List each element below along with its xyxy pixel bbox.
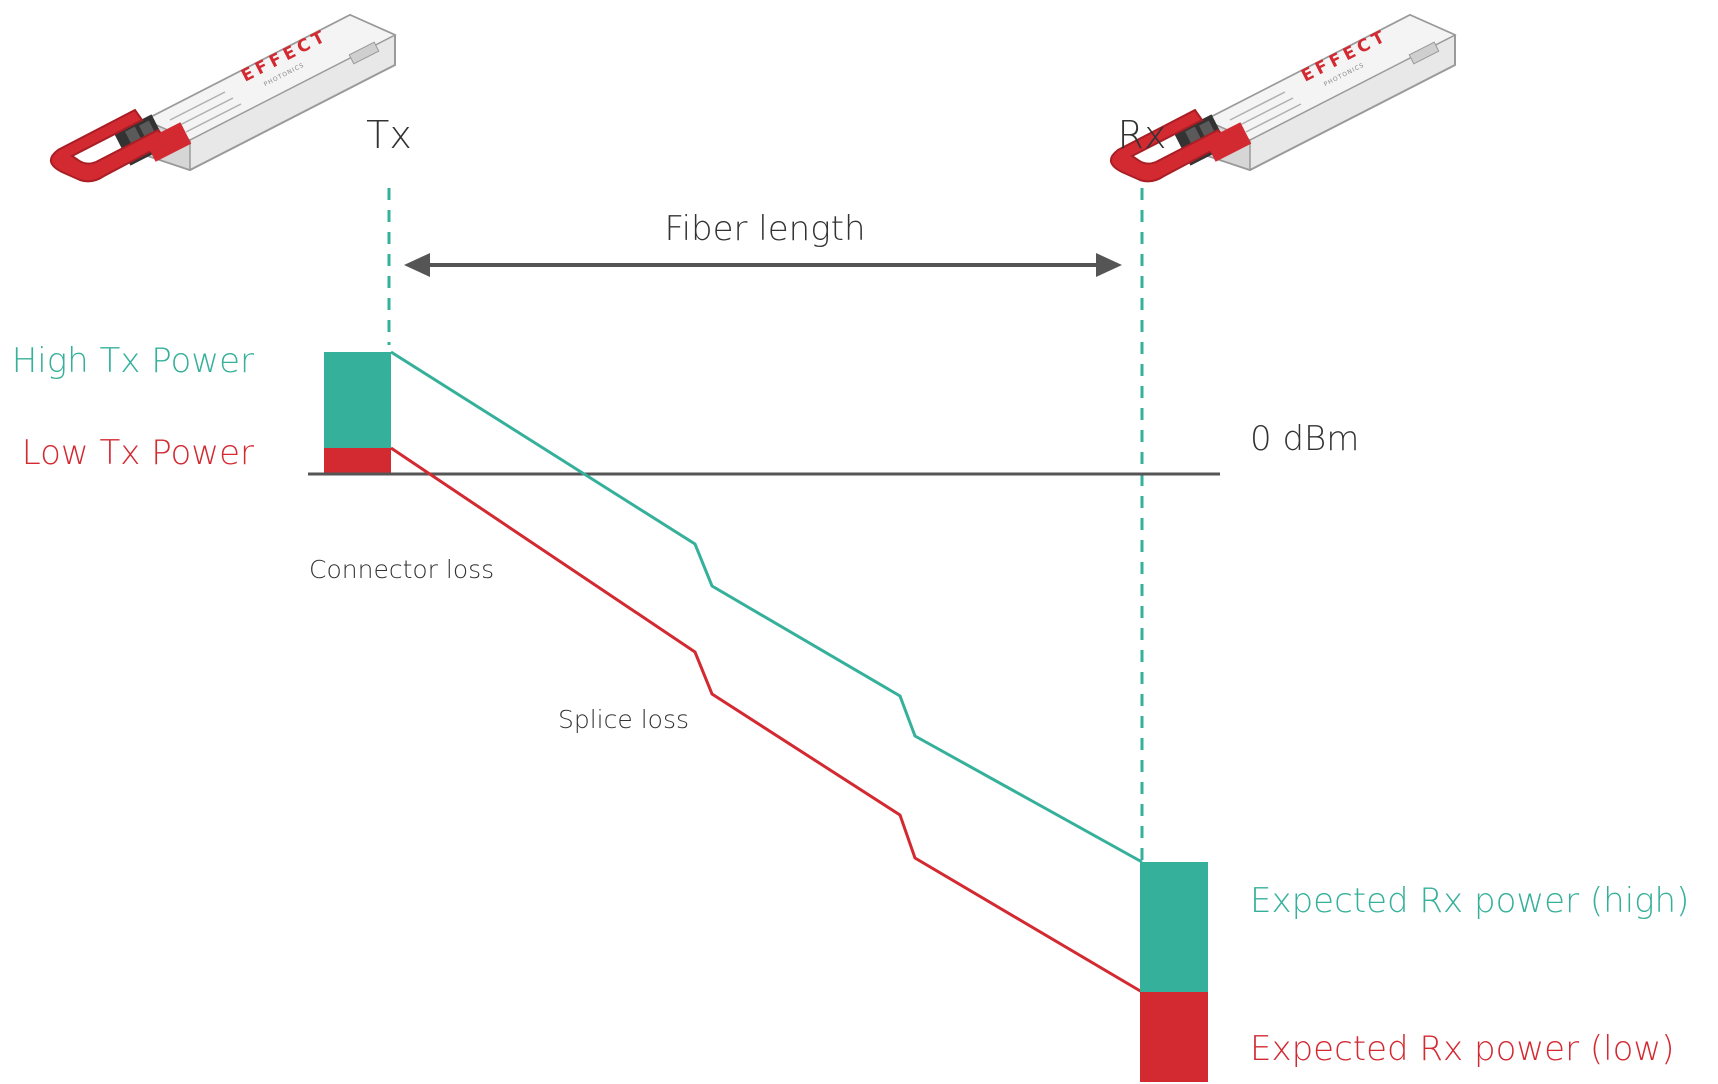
low-tx-power-label: Low Tx Power (22, 433, 254, 473)
connector-loss-guides (440, 543, 712, 587)
tx-label: Tx (366, 113, 412, 157)
expected-rx-low-label: Expected Rx power (low) (1250, 1029, 1674, 1069)
pull-tab-icon (1110, 108, 1252, 183)
connector-loss-label: Connector loss (309, 555, 494, 584)
arrow-left-icon (404, 253, 430, 277)
splice-loss-label: Splice loss (558, 705, 689, 734)
tx-transceiver-icon: EFFECT PHOTONICS (50, 13, 397, 183)
rx-transceiver-icon: EFFECT PHOTONICS (1110, 13, 1457, 183)
rx-label: Rx (1118, 113, 1167, 157)
zero-dbm-label: 0 dBm (1250, 419, 1359, 459)
low-power-trace (390, 446, 1143, 994)
high-tx-power-label: High Tx Power (12, 341, 254, 381)
splice-loss-guides (640, 695, 915, 737)
expected-rx-high-label: Expected Rx power (high) (1250, 881, 1689, 921)
rx-low-power-bar (1140, 992, 1208, 1082)
pull-tab-icon (50, 108, 192, 183)
high-power-trace (390, 350, 1143, 864)
fiber-length-arrow (404, 253, 1122, 277)
tx-high-power-bar (324, 352, 391, 448)
tx-low-power-bar (324, 448, 391, 474)
arrow-right-icon (1096, 253, 1122, 277)
rx-high-power-bar (1140, 862, 1208, 992)
fiber-length-label: Fiber length (664, 209, 865, 249)
